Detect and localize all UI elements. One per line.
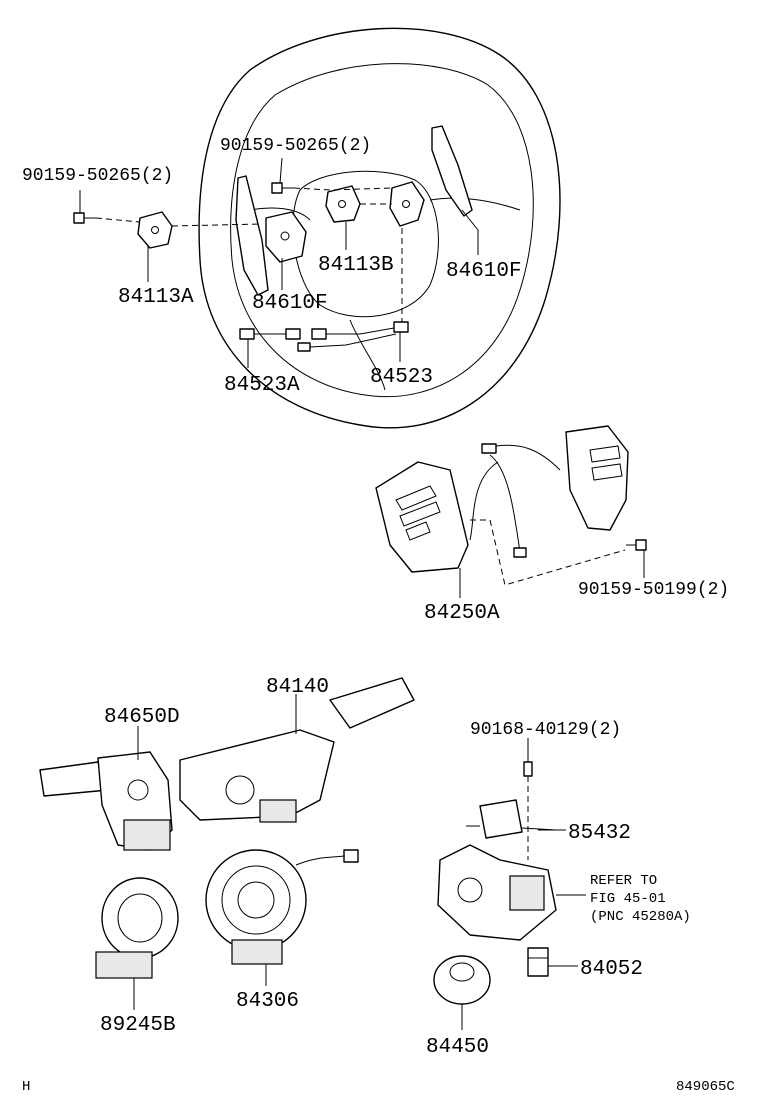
diagram-code: 849065C	[676, 1079, 735, 1095]
label-90159-50265-left: 90159-50265(2)	[22, 166, 173, 186]
label-84140: 84140	[266, 676, 329, 699]
label-84650D: 84650D	[104, 706, 180, 729]
refer-note-line3: (PNC 45280A)	[590, 909, 691, 925]
label-84052: 84052	[580, 958, 643, 981]
label-90159-50199: 90159-50199(2)	[578, 580, 729, 600]
label-90159-50265-top: 90159-50265(2)	[220, 136, 371, 156]
refer-note-line1: REFER TO	[590, 873, 657, 889]
label-84523: 84523	[370, 366, 433, 389]
screw-left	[73, 212, 96, 224]
label-84113A: 84113A	[118, 286, 194, 309]
corner-mark: H	[22, 1079, 30, 1095]
part-number-labels: 90159-50265(2) 90159-50265(2) 84113A 846…	[22, 136, 729, 1059]
label-84450: 84450	[426, 1036, 489, 1059]
leader-lines-bottom	[133, 694, 586, 1030]
leader-lines-top	[79, 157, 479, 368]
label-89245B: 89245B	[100, 1014, 176, 1037]
label-84306: 84306	[236, 990, 299, 1013]
combination-switch-drawing	[39, 677, 557, 1005]
label-90168-40129: 90168-40129(2)	[470, 720, 621, 740]
label-84113B: 84113B	[318, 254, 394, 277]
label-85432: 85432	[568, 822, 631, 845]
label-84523A: 84523A	[224, 374, 300, 397]
refer-note-line2: FIG 45-01	[590, 891, 666, 907]
label-84610F-center: 84610F	[252, 292, 328, 315]
steering-pad-switches-drawing	[375, 425, 647, 586]
leader-lines-pad	[459, 550, 645, 598]
label-84610F-right: 84610F	[446, 260, 522, 283]
steering-wheel-drawing	[73, 27, 561, 429]
screw-top	[271, 182, 294, 194]
label-84250A: 84250A	[424, 602, 500, 625]
